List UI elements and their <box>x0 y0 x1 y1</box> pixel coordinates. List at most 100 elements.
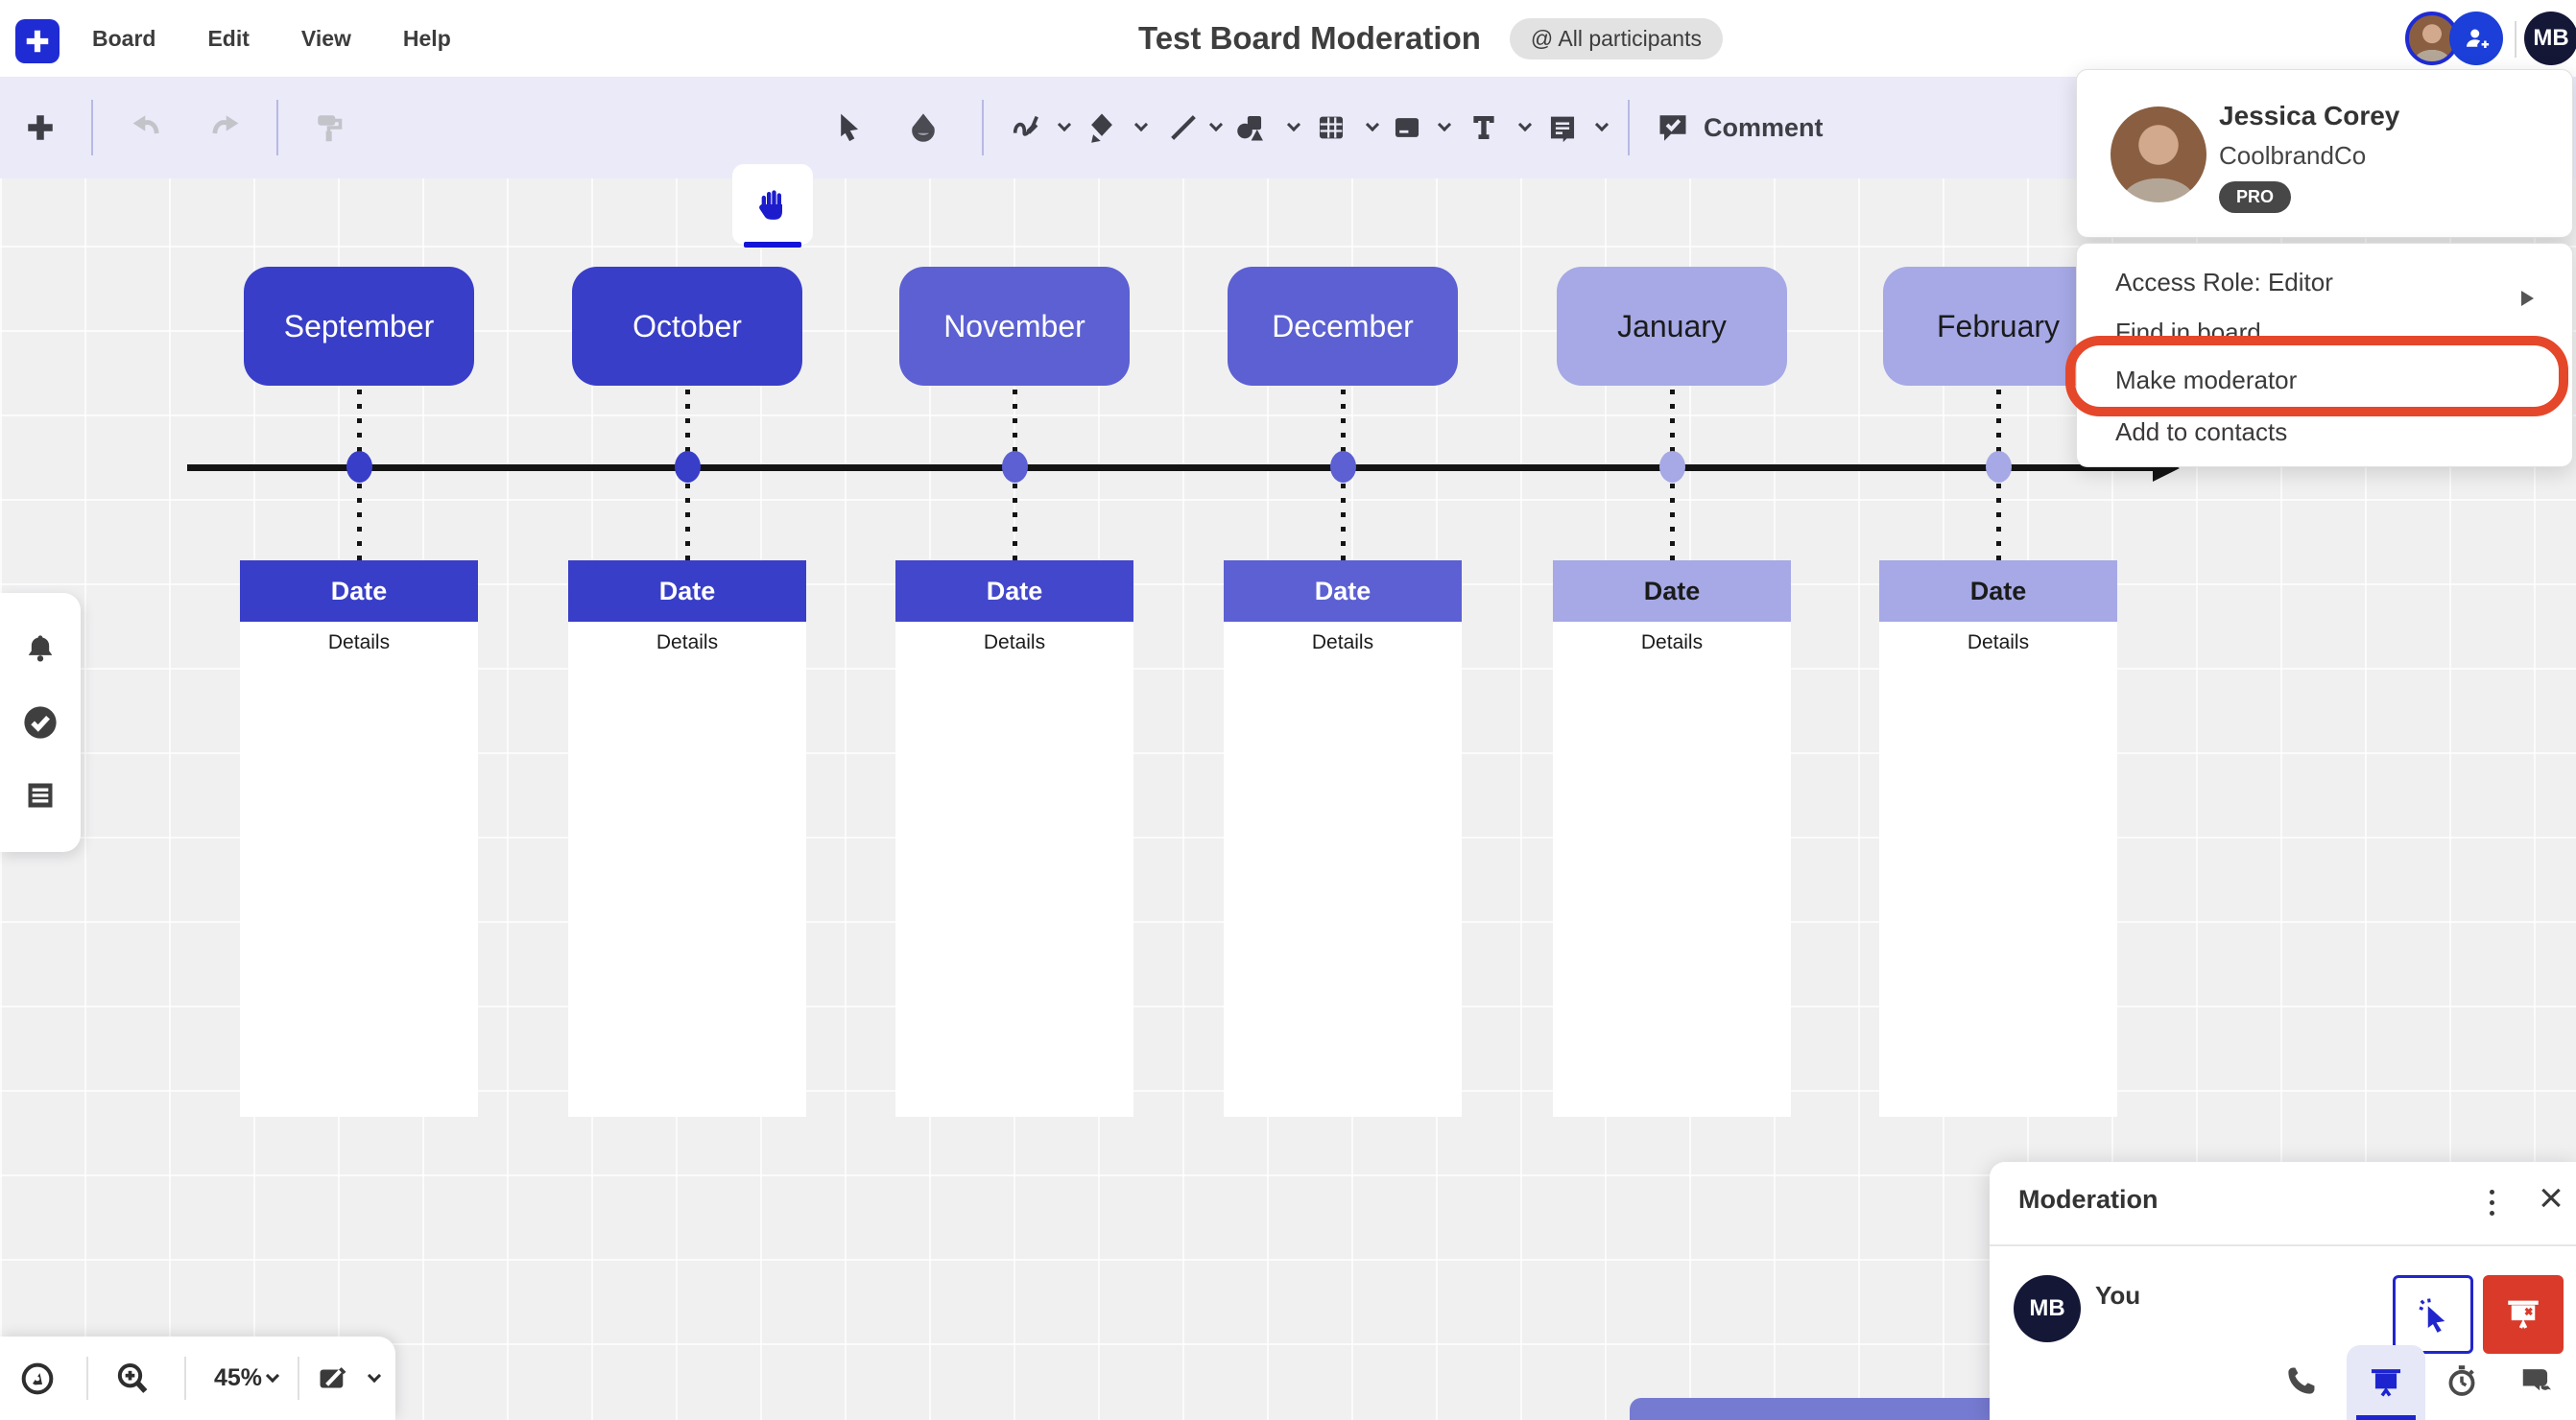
tasks-check-icon[interactable] <box>20 702 60 743</box>
participants-badge[interactable]: @ All participants <box>1509 17 1723 59</box>
user-dropdown-card: Jessica Corey CoolbrandCo PRO <box>2076 69 2573 238</box>
cursor-click-icon <box>2419 1298 2445 1333</box>
pen-tool[interactable] <box>1005 77 1047 178</box>
pen-tool-chevron[interactable] <box>1050 77 1073 178</box>
shape-tool-chevron[interactable] <box>1127 77 1150 178</box>
kebab-menu-icon[interactable] <box>2474 1181 2509 1223</box>
line-tool[interactable] <box>1162 77 1205 178</box>
card-tool[interactable] <box>1386 77 1428 178</box>
comment-button[interactable]: Comment <box>1656 77 1824 178</box>
divider <box>1990 1244 2576 1246</box>
chat-icon[interactable] <box>2508 1352 2565 1409</box>
menu-item-make-moderator[interactable]: Make moderator <box>2115 366 2298 394</box>
board-title[interactable]: Test Board Moderation <box>1138 20 1481 56</box>
current-user-avatar[interactable]: MB <box>2524 12 2576 65</box>
details-box[interactable]: Details <box>568 622 806 1117</box>
dotted-connector <box>1996 390 2001 453</box>
annotate-mode-chevron[interactable] <box>357 1337 386 1420</box>
notifications-bell-icon[interactable] <box>21 630 60 669</box>
menu-board[interactable]: Board <box>92 25 156 51</box>
active-tool-underline <box>744 242 801 248</box>
add-button[interactable] <box>19 77 61 178</box>
date-bar[interactable]: Date <box>568 560 806 622</box>
note-tool[interactable] <box>1541 77 1584 178</box>
presentation-bar-edge <box>1630 1398 1994 1420</box>
dotted-connector <box>357 390 362 453</box>
dotted-connector <box>685 484 690 560</box>
moderation-panel-title: Moderation <box>2018 1185 2159 1214</box>
details-box[interactable]: Details <box>240 622 478 1117</box>
presentation-icon <box>2371 1369 2401 1397</box>
chevron-down-icon <box>265 1368 280 1383</box>
table-tool-chevron[interactable] <box>1358 77 1381 178</box>
timeline-dot <box>346 451 372 483</box>
top-bar: Board Edit View Help Test Board Moderati… <box>0 0 2576 77</box>
hand-tool-selected[interactable] <box>732 164 813 245</box>
text-tool[interactable] <box>1463 77 1505 178</box>
menu-help[interactable]: Help <box>402 25 451 51</box>
menu-item-access-role[interactable]: Access Role: Editor <box>2077 259 2572 306</box>
allow-cursor-button[interactable] <box>2393 1275 2473 1354</box>
bottom-left-controls: 45% <box>0 1337 395 1420</box>
active-tab-underline <box>2356 1415 2416 1420</box>
month-card[interactable]: January <box>1557 267 1787 386</box>
card-tool-chevron[interactable] <box>1430 77 1453 178</box>
list-frames-icon[interactable] <box>21 776 60 815</box>
user-name: Jessica Corey <box>2219 101 2400 130</box>
comment-icon <box>1659 115 1686 141</box>
app-logo-icon[interactable] <box>15 19 60 63</box>
eraser-tool[interactable] <box>902 77 944 178</box>
select-tool[interactable] <box>827 77 870 178</box>
note-tool-chevron[interactable] <box>1587 77 1610 178</box>
details-box[interactable]: Details <box>1224 622 1462 1117</box>
line-tool-chevron[interactable] <box>1202 77 1225 178</box>
stop-presenting-button[interactable] <box>2483 1275 2564 1354</box>
dotted-connector <box>1341 484 1346 560</box>
annotate-mode-button[interactable] <box>309 1337 357 1420</box>
call-phone-icon[interactable] <box>2273 1352 2330 1409</box>
user-photo-avatar <box>2111 106 2206 202</box>
redo-button[interactable] <box>204 77 247 178</box>
minimap-compass-button[interactable] <box>13 1337 61 1420</box>
dotted-connector <box>685 390 690 453</box>
zoom-level-dropdown[interactable]: 45% <box>198 1337 294 1420</box>
menu-item-add-to-contacts[interactable]: Add to contacts <box>2115 417 2288 446</box>
details-box[interactable]: Details <box>1879 622 2117 1117</box>
undo-button[interactable] <box>125 77 167 178</box>
menu-view[interactable]: View <box>300 25 351 51</box>
shapes-pack-chevron[interactable] <box>1279 77 1302 178</box>
details-box[interactable]: Details <box>895 622 1133 1117</box>
details-box[interactable]: Details <box>1553 622 1791 1117</box>
timeline-dot <box>1002 451 1028 483</box>
participant-label: You <box>2095 1281 2141 1310</box>
month-card[interactable]: November <box>899 267 1130 386</box>
invite-person-button[interactable] <box>2449 12 2503 65</box>
month-card[interactable]: October <box>572 267 802 386</box>
submenu-arrow-icon <box>2521 291 2534 306</box>
divider <box>276 100 278 155</box>
shape-tool[interactable] <box>1081 77 1123 178</box>
comment-label: Comment <box>1704 112 1824 142</box>
left-dock <box>0 593 81 852</box>
date-bar[interactable]: Date <box>240 560 478 622</box>
close-icon[interactable]: × <box>2539 1174 2564 1221</box>
month-card[interactable]: September <box>244 267 474 386</box>
divider <box>982 100 984 155</box>
date-bar[interactable]: Date <box>1879 560 2117 622</box>
presentation-x-icon <box>2508 1300 2539 1329</box>
timer-icon[interactable] <box>2433 1352 2491 1409</box>
month-card[interactable]: December <box>1228 267 1458 386</box>
timeline-dot <box>1659 451 1685 483</box>
table-tool[interactable] <box>1310 77 1352 178</box>
timeline-line <box>187 464 2155 471</box>
menu-edit[interactable]: Edit <box>207 25 250 51</box>
date-bar[interactable]: Date <box>1553 560 1791 622</box>
date-bar[interactable]: Date <box>1224 560 1462 622</box>
screenshare-active-button[interactable] <box>2347 1345 2425 1420</box>
dotted-connector <box>1996 484 2001 560</box>
zoom-in-button[interactable] <box>108 1337 156 1420</box>
date-bar[interactable]: Date <box>895 560 1133 622</box>
format-painter-button[interactable] <box>309 77 351 178</box>
shapes-pack-tool[interactable] <box>1228 77 1271 178</box>
text-tool-chevron[interactable] <box>1511 77 1534 178</box>
